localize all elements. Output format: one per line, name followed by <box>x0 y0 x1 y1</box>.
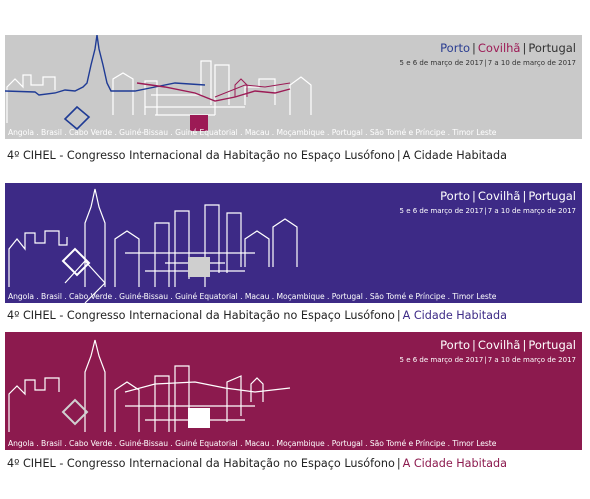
date-covilha: 7 a 10 de março de 2017 <box>487 207 576 215</box>
host-cities: Porto|Covilhã|Portugal <box>440 41 576 55</box>
separator: | <box>484 207 487 215</box>
separator: | <box>472 338 476 352</box>
event-dates: 5 e 6 de março de 2017|7 a 10 de março d… <box>400 356 576 364</box>
city-skyline-illustration <box>8 188 298 303</box>
date-porto: 5 e 6 de março de 2017 <box>399 207 484 215</box>
congress-title-line: 4º CIHEL - Congresso Internacional da Ha… <box>7 309 507 322</box>
separator: | <box>484 59 487 67</box>
separator: | <box>396 309 401 322</box>
city-porto: Porto <box>440 189 470 203</box>
host-cities: Porto|Covilhã|Portugal <box>440 189 576 203</box>
participating-countries: Angola . Brasil . Cabo Verde . Guiné-Bis… <box>8 128 497 137</box>
city-skyline-illustration <box>8 339 291 432</box>
city-covilha: Covilhã <box>477 338 521 352</box>
separator: | <box>396 149 401 162</box>
separator: | <box>522 338 527 352</box>
city-portugal: Portugal <box>528 338 576 352</box>
city-porto: Porto <box>440 338 470 352</box>
date-covilha: 7 a 10 de março de 2017 <box>487 356 576 364</box>
separator: | <box>472 189 476 203</box>
congress-title: 4º CIHEL - Congresso Internacional da Ha… <box>7 457 395 470</box>
separator: | <box>472 41 476 55</box>
event-dates: 5 e 6 de março de 2017|7 a 10 de março d… <box>400 59 576 67</box>
city-covilha: Covilhã <box>477 41 521 55</box>
date-porto: 5 e 6 de março de 2017 <box>399 356 484 364</box>
city-porto: Porto <box>440 41 470 55</box>
separator: | <box>522 189 527 203</box>
date-porto: 5 e 6 de março de 2017 <box>399 59 484 67</box>
congress-title: 4º CIHEL - Congresso Internacional da Ha… <box>7 309 395 322</box>
host-cities: Porto|Covilhã|Portugal <box>440 338 576 352</box>
date-covilha: 7 a 10 de março de 2017 <box>487 59 576 67</box>
banner-magenta: Porto|Covilhã|Portugal 5 e 6 de março de… <box>5 332 582 450</box>
congress-title: 4º CIHEL - Congresso Internacional da Ha… <box>7 149 395 162</box>
city-skyline-illustration <box>5 35 312 131</box>
separator: | <box>396 457 401 470</box>
separator: | <box>522 41 527 55</box>
participating-countries: Angola . Brasil . Cabo Verde . Guiné-Bis… <box>8 439 497 448</box>
city-covilha: Covilhã <box>477 189 521 203</box>
congress-subtitle: A Cidade Habitada <box>402 309 507 322</box>
city-portugal: Portugal <box>528 41 576 55</box>
banner-purple: Porto|Covilhã|Portugal 5 e 6 de março de… <box>5 183 582 303</box>
banner-gray: Porto|Covilhã|Portugal 5 e 6 de março de… <box>5 35 582 139</box>
congress-title-line: 4º CIHEL - Congresso Internacional da Ha… <box>7 457 507 470</box>
participating-countries: Angola . Brasil . Cabo Verde . Guiné-Bis… <box>8 292 497 301</box>
congress-subtitle: A Cidade Habitada <box>402 457 507 470</box>
separator: | <box>484 356 487 364</box>
congress-subtitle: A Cidade Habitada <box>402 149 507 162</box>
congress-title-line: 4º CIHEL - Congresso Internacional da Ha… <box>7 149 507 162</box>
event-dates: 5 e 6 de março de 2017|7 a 10 de março d… <box>400 207 576 215</box>
city-portugal: Portugal <box>528 189 576 203</box>
